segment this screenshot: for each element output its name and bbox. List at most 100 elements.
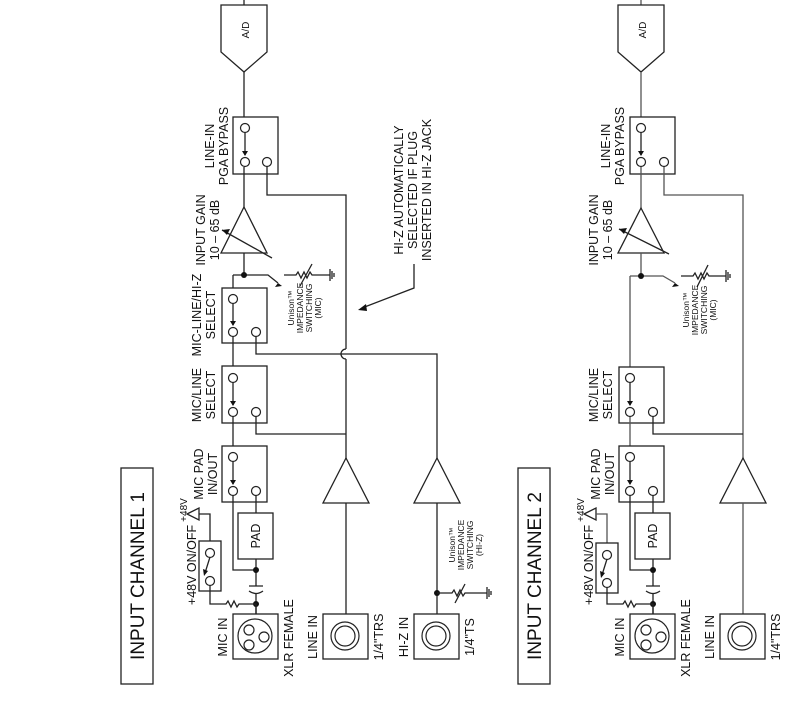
ch1-input-gain-label-1: INPUT GAIN	[194, 194, 208, 265]
ch1-mic-in-label: MIC IN	[216, 618, 230, 657]
ch1-switch-arrow	[242, 151, 248, 156]
ch1-mic-impedance-resistor	[284, 269, 335, 281]
ch1-gain-arrowhead	[222, 229, 230, 235]
ch1-switch-arrow	[230, 321, 236, 326]
ch2-phantom-resistor	[606, 588, 654, 614]
ch2-xlr-label: XLR FEMALE	[679, 599, 693, 677]
ch2-junction	[650, 567, 656, 573]
ch1-phantom-resistor	[209, 586, 257, 614]
ch1-hiz-wire	[255, 337, 438, 460]
ch2-mic-impedance-resistor	[681, 270, 731, 282]
ch2-mic-in-label: MIC IN	[613, 618, 627, 657]
ch1-wire	[199, 513, 211, 541]
ch1-pin	[227, 451, 239, 463]
ch1-phantom-switch-label: +48V ON/OFF	[185, 525, 199, 606]
ch2-gain-arrowhead	[619, 228, 627, 234]
ch1-line-in-label: LINE IN	[306, 615, 320, 659]
ch2-xlr-pin	[640, 624, 652, 636]
ch1-label-box	[120, 467, 154, 685]
ch2-pad-box	[634, 512, 671, 560]
ch2-wire	[596, 513, 608, 543]
ch2-unison-mic-text: Unison™	[681, 293, 691, 328]
ch1-unison-hiz-text: Unison™	[447, 528, 457, 563]
ch1-unison-mic-text: IMPEDANCE	[295, 282, 305, 333]
ch2-pad-label: PAD	[646, 524, 660, 549]
ch2-pin	[624, 485, 636, 497]
ch1-mic-pad-label-1: MIC PAD	[192, 448, 206, 499]
ch1-pin	[250, 406, 262, 418]
ch2-pin	[624, 372, 636, 384]
ch2-pin	[635, 156, 647, 168]
ch1-capacitor	[248, 585, 264, 595]
ch1-variable-arrow	[454, 583, 466, 604]
ch1-unison-hiz-text: IMPEDANCE	[456, 519, 466, 570]
ch1-pad-box	[237, 512, 274, 560]
ch2-gain-arrow	[618, 228, 670, 255]
ch2-unison-arrow	[672, 283, 679, 287]
ch1-pin	[250, 485, 262, 497]
ch1-xlr-pin	[243, 639, 255, 651]
ch1-pin	[227, 485, 239, 497]
ch1-unison-mic-label: Unison™ IMPEDANCE SWITCHING (MIC)	[286, 282, 323, 333]
ch1-hiz-impedance-resistor	[437, 587, 492, 599]
ch1-pin	[239, 156, 251, 168]
ch2-mic-pad-label-1: MIC PAD	[589, 448, 603, 499]
ch1-xlr-label: XLR FEMALE	[282, 599, 296, 677]
ch1-jack-tip	[425, 625, 447, 647]
ch1-pin	[204, 547, 216, 559]
ch2-ad-label: A/D	[638, 22, 649, 39]
ch2-wire	[630, 253, 676, 284]
ch2-pin	[624, 451, 636, 463]
ch1-pga-bypass-switch	[232, 116, 279, 175]
ch1-jack-tip	[334, 625, 356, 647]
ch2-pga-bypass-label-2: PGA BYPASS	[613, 107, 627, 185]
ch1-pin	[227, 406, 239, 418]
ch2-switch-arrow	[627, 401, 633, 406]
ch1-ts-label: 1/4"TS	[463, 618, 477, 656]
ch1-unison-mic-text: Unison™	[286, 291, 296, 326]
ch2-label: INPUT CHANNEL 2	[525, 492, 546, 660]
ch2-unison-mic-text: IMPEDANCE	[690, 284, 700, 335]
ch1-trs-label: 1/4"TRS	[372, 614, 386, 661]
ch1-switch-arrow	[230, 480, 236, 485]
annotation-line-3: INSERTED IN HI-Z JACK	[420, 118, 434, 261]
ch2-junction	[638, 273, 644, 279]
ch2-pin	[624, 406, 636, 418]
ch2-unison-mic-label: Unison™ IMPEDANCE SWITCHING (MIC)	[681, 284, 718, 335]
ch2-mic-line-label-2: SELECT	[601, 370, 615, 419]
annotation-arrowhead	[358, 304, 367, 311]
annotation-line-1: HI-Z AUTOMATICALLY	[392, 125, 406, 255]
ch1-pin	[227, 326, 239, 338]
ch2-line-bypass-wire	[663, 167, 744, 460]
ch2-capacitor	[645, 585, 661, 595]
ch1-ad-converter	[220, 4, 268, 73]
ch2-xlr-pin	[655, 631, 667, 643]
ch1-mic-line-hiz-label-1: MIC-LINE/HI-Z	[190, 273, 204, 356]
ch1-unison-arrow	[275, 283, 282, 287]
ch2-pin	[635, 122, 647, 134]
ch2-pin	[647, 485, 659, 497]
ch2-phantom-switch-label: +48V ON/OFF	[582, 525, 596, 606]
ch2-pin	[601, 577, 613, 589]
ch2-variable-arrow	[696, 264, 709, 288]
ch1-pga-bypass-label-2: PGA BYPASS	[217, 107, 231, 185]
ch1-mic-line-label-2: SELECT	[204, 370, 218, 419]
ch2-line-wire	[652, 417, 743, 435]
ch1-variable-arrow	[299, 263, 313, 287]
ch1-line-wire	[255, 417, 346, 435]
ch1-unison-hiz-text: (HI-Z)	[474, 534, 484, 556]
ch1-pin	[250, 326, 262, 338]
ch1-junction	[253, 567, 259, 573]
ch2-mic-pad-label-2: IN/OUT	[603, 452, 617, 495]
ch2-unison-mic-text: SWITCHING	[699, 286, 709, 335]
ch1-xlr-pin	[258, 631, 270, 643]
ch2-switch-arrow	[600, 571, 605, 578]
ch1-pin	[204, 575, 216, 587]
ch2-trs-label: 1/4"TRS	[769, 614, 783, 661]
ch2-label-box	[517, 467, 551, 685]
ch1-label: INPUT CHANNEL 1	[128, 492, 149, 660]
ch1-pga-bypass-label-1: LINE-IN	[203, 124, 217, 168]
ch2-pin	[647, 406, 659, 418]
ch1-switch-arrow	[230, 401, 236, 406]
ch1-line-bypass-wire	[266, 167, 347, 460]
